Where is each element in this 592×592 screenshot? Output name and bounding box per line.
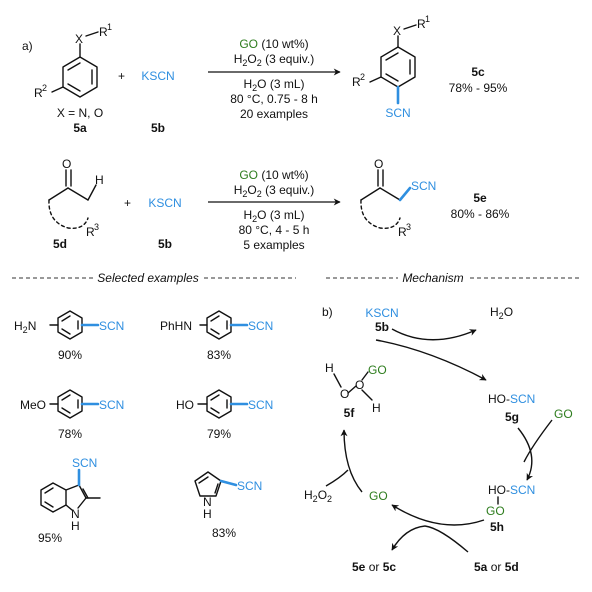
example-2-phenylamine: PhHN <box>160 319 192 333</box>
x-definition: X = N, O <box>57 106 103 120</box>
product-5e-scn: SCN <box>411 179 436 193</box>
mech-5g-hoscn: HO-SCN <box>488 392 535 406</box>
example-1-yield: 90% <box>58 348 82 362</box>
conditions-2-examples: 5 examples <box>243 238 304 252</box>
kscn-reagent-1: KSCN <box>141 69 174 83</box>
yield-5e: 80% - 86% <box>451 207 510 221</box>
product-r3-superscript: 3 <box>406 222 411 232</box>
mech-h2o2: H2O2 <box>304 488 332 504</box>
mech-go-bottom: GO <box>369 489 388 503</box>
mech-substrates: 5a or 5d <box>474 560 519 574</box>
example-2-scn: SCN <box>248 319 273 333</box>
selected-examples-header: Selected examples <box>97 271 198 285</box>
example-5-nh-hydrogen: H <box>71 519 80 533</box>
mech-5f-id: 5f <box>344 406 356 420</box>
catalytic-cycle-arrows <box>325 328 553 553</box>
mech-products: 5e or 5c <box>352 560 396 574</box>
mech-5h-go: GO <box>486 504 505 518</box>
conditions-2-go: GO (10 wt%) <box>239 168 308 182</box>
kscn-reagent-2: KSCN <box>148 196 181 210</box>
example-2-yield: 83% <box>207 348 231 362</box>
mech-5h-hoscn: HO-SCN <box>488 483 535 497</box>
r1-superscript: 1 <box>107 22 112 32</box>
r3-superscript: 3 <box>94 222 99 232</box>
conditions-1-h2o2: H2O2 (3 equiv.) <box>234 52 315 68</box>
example-4-hydroxy: HO <box>176 398 194 412</box>
mech-kscn: KSCN <box>365 306 398 320</box>
product-5c-structure <box>369 24 417 105</box>
r1-label: R <box>99 25 108 39</box>
ketone-oxygen-label: O <box>62 157 71 171</box>
product-r2-superscript: 2 <box>360 72 365 82</box>
compound-5a-id: 5a <box>73 121 87 135</box>
r3-label: R <box>86 225 95 239</box>
example-1-amine: H2N <box>14 319 36 335</box>
example-6-yield: 83% <box>212 526 236 540</box>
conditions-1-examples: 20 examples <box>240 107 308 121</box>
alpha-hydrogen-label: H <box>95 173 104 187</box>
r2-label: R <box>34 86 43 100</box>
yield-5c: 78% - 95% <box>449 81 508 95</box>
plus-sign-1: + <box>118 69 125 83</box>
mech-5g-id: 5g <box>505 410 519 424</box>
example-6-scn: SCN <box>237 479 262 493</box>
example-5-nitrogen: N <box>71 507 80 521</box>
example-4-yield: 79% <box>207 427 231 441</box>
mech-5h-id: 5h <box>490 520 504 534</box>
example-3-scn: SCN <box>99 398 124 412</box>
mech-go-incoming: GO <box>554 407 573 421</box>
mech-5f-o2: O <box>355 378 364 392</box>
conditions-2-h2o2: H2O2 (3 equiv.) <box>234 183 315 199</box>
compound-5b-id-2: 5b <box>158 237 172 251</box>
example-4-scn: SCN <box>248 398 273 412</box>
example-3-methoxy: MeO <box>20 398 46 412</box>
panel-b-label: b) <box>322 305 333 319</box>
compound-5d-id: 5d <box>53 237 67 251</box>
compound-5e-id: 5e <box>473 191 487 205</box>
example-3-structure <box>49 389 100 419</box>
product-r1-label: R <box>417 17 426 31</box>
example-6-nitrogen: N <box>203 495 212 509</box>
mech-5f-structure <box>333 371 373 401</box>
plus-sign-2: + <box>124 196 131 210</box>
product-r1-superscript: 1 <box>425 14 430 24</box>
compound-5c-id: 5c <box>471 65 485 79</box>
product-5e-structure <box>360 169 412 229</box>
panel-a-label: a) <box>22 39 33 53</box>
product-r2-label: R <box>352 75 361 89</box>
example-5-scn: SCN <box>72 456 97 470</box>
mechanism-header: Mechanism <box>402 271 463 285</box>
x-atom-label: X <box>75 32 83 46</box>
conditions-2-water: H2O (3 mL) <box>243 208 304 224</box>
conditions-1-temperature: 80 °C, 0.75 - 8 h <box>230 92 318 106</box>
example-4-structure <box>197 389 249 419</box>
example-6-nh-hydrogen: H <box>203 507 212 521</box>
product-oxygen-label: O <box>374 157 383 171</box>
r2-superscript: 2 <box>42 83 47 93</box>
example-3-yield: 78% <box>58 427 82 441</box>
product-x-label: X <box>393 24 401 38</box>
mech-5f-o1: O <box>340 387 349 401</box>
substrate-5d-structure <box>48 169 97 229</box>
example-6-structure <box>194 471 238 497</box>
substrate-5a-structure <box>51 31 99 98</box>
conditions-1-go: GO (10 wt%) <box>239 37 308 51</box>
example-5-yield: 95% <box>38 531 62 545</box>
product-5c-scn: SCN <box>385 106 410 120</box>
example-2-structure <box>199 310 249 340</box>
product-r3-label: R <box>398 225 407 239</box>
mech-5f-h1: H <box>325 361 334 375</box>
conditions-2-temperature: 80 °C, 4 - 5 h <box>239 223 310 237</box>
conditions-1-water: H2O (3 mL) <box>243 77 304 93</box>
example-1-structure <box>49 310 100 340</box>
mech-5b-id: 5b <box>375 320 389 334</box>
mech-5f-go: GO <box>368 363 387 377</box>
mech-water: H2O <box>490 305 513 321</box>
compound-5b-id-1: 5b <box>151 121 165 135</box>
mech-5f-h2: H <box>372 401 381 415</box>
example-1-scn: SCN <box>99 319 124 333</box>
example-5-structure <box>40 468 101 513</box>
